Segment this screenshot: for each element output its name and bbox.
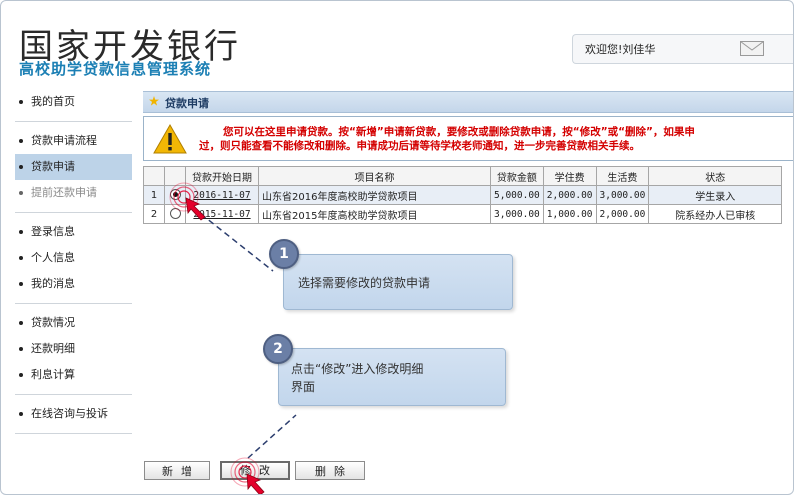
welcome-text: 欢迎您!刘佳华 [585,43,656,56]
table-row[interactable]: 1 2016-11-07 山东省2016年度高校助学贷款项目 5,000.00 … [143,185,783,205]
sidebar-item-login-info[interactable]: 登录信息 [15,219,132,245]
row-tuition: 2,000.00 [542,185,597,205]
row-living: 2,000.00 [595,204,650,224]
add-button[interactable]: 新增 [144,461,210,480]
sidebar-divider [15,212,132,213]
row-project: 山东省2016年度高校助学贷款项目 [258,185,491,205]
loan-table: 贷款开始日期 项目名称 贷款金额 学住费 生活费 状态 1 2016-11-07… [143,166,783,224]
sidebar-item-consult-complaint[interactable]: 在线咨询与投诉 [15,401,132,427]
sidebar-item-label: 提前还款申请 [31,186,97,199]
mail-icon[interactable] [740,41,764,56]
notice-box: 您可以在这里申请贷款。按“新增”申请新贷款，要修改或删除贷款申请，按“修改”或“… [143,116,793,161]
panel-title: 贷款申请 [165,97,209,110]
row-status: 院系经办人已审核 [648,204,783,224]
col-tuition: 学住费 [542,166,597,186]
sidebar-item-home[interactable]: 我的首页 [15,89,132,115]
col-living: 生活费 [595,166,650,186]
bullet-icon [19,347,23,351]
bullet-icon [19,321,23,325]
bullet-icon [19,230,23,234]
bullet-icon [19,191,23,195]
table-row[interactable]: 2 2015-11-07 山东省2015年度高校助学贷款项目 3,000.00 … [143,204,783,224]
sidebar-item-interest-calc[interactable]: 利息计算 [15,362,132,388]
bullet-icon [19,139,23,143]
row-date-link[interactable]: 2015-11-07 [185,204,259,224]
sidebar: 我的首页 贷款申请流程 贷款申请 提前还款申请 登录信息 个人信息 我的消息 贷… [15,89,132,440]
table-header-row: 贷款开始日期 项目名称 贷款金额 学住费 生活费 状态 [143,166,783,186]
col-status: 状态 [648,166,783,186]
sidebar-divider [15,121,132,122]
sidebar-item-label: 贷款申请流程 [31,134,97,147]
row-date-link[interactable]: 2016-11-07 [185,185,259,205]
star-icon [149,96,159,106]
sidebar-item-label: 我的首页 [31,95,75,108]
row-tuition: 1,000.00 [542,204,597,224]
sidebar-item-label: 在线咨询与投诉 [31,407,108,420]
row-index: 1 [143,185,165,205]
radio-unselected-icon[interactable] [169,208,181,220]
step-1-badge: 1 [269,239,299,269]
sidebar-item-label: 利息计算 [31,368,75,381]
sidebar-item-loan-status[interactable]: 贷款情况 [15,310,132,336]
sidebar-item-loan-process[interactable]: 贷款申请流程 [15,128,132,154]
notice-line-2: 过，则只能查看不能修改和删除。申请成功后请等待学校老师通知，进一步完善贷款相关手… [199,140,640,152]
bullet-icon [19,165,23,169]
connector-line-2 [247,414,297,459]
bullet-icon [19,282,23,286]
sidebar-item-label: 贷款申请 [31,160,75,173]
col-select [164,166,186,186]
sidebar-item-loan-application[interactable]: 贷款申请 [15,154,132,180]
callout-2-text: 点击“修改”进入修改明细 界面 [291,360,423,396]
col-date: 贷款开始日期 [185,166,259,186]
notice-text: 您可以在这里申请贷款。按“新增”申请新贷款，要修改或删除贷款申请，按“修改”或“… [199,125,793,153]
sidebar-divider [15,394,132,395]
delete-button[interactable]: 删除 [295,461,365,480]
col-project: 项目名称 [258,166,491,186]
panel-header: 贷款申请 [143,91,793,113]
sidebar-item-label: 登录信息 [31,225,75,238]
callout-step-1: 选择需要修改的贷款申请 [283,254,513,310]
row-amount: 5,000.00 [490,185,544,205]
callout-2-line-2: 界面 [291,380,316,394]
sidebar-divider [15,433,132,434]
bank-name: 国家开发银行 [19,27,241,67]
col-index [143,166,165,186]
sidebar-divider [15,303,132,304]
warning-icon [153,124,187,154]
system-name: 高校助学贷款信息管理系统 [19,60,212,78]
notice-line-1: 您可以在这里申请贷款。按“新增”申请新贷款，要修改或删除贷款申请，按“修改”或“… [223,126,695,138]
bullet-icon [19,412,23,416]
sidebar-item-early-repayment[interactable]: 提前还款申请 [15,180,132,206]
step-2-badge: 2 [263,334,293,364]
sidebar-item-label: 个人信息 [31,251,75,264]
bullet-icon [19,100,23,104]
row-radio[interactable] [164,204,186,224]
row-project: 山东省2015年度高校助学贷款项目 [258,204,491,224]
row-index: 2 [143,204,165,224]
sidebar-item-label: 我的消息 [31,277,75,290]
row-living: 3,000.00 [595,185,650,205]
sidebar-item-messages[interactable]: 我的消息 [15,271,132,297]
col-amount: 贷款金额 [490,166,544,186]
edit-button[interactable]: 修改 [220,461,290,480]
sidebar-item-label: 还款明细 [31,342,75,355]
row-radio[interactable] [164,185,186,205]
callout-2-line-1: 点击“修改”进入修改明细 [291,362,424,376]
bullet-icon [19,373,23,377]
row-status: 学生录入 [648,185,783,205]
bullet-icon [19,256,23,260]
callout-1-text: 选择需要修改的贷款申请 [298,276,431,290]
radio-selected-icon[interactable] [169,189,181,201]
row-amount: 3,000.00 [490,204,544,224]
sidebar-item-repayment-details[interactable]: 还款明细 [15,336,132,362]
callout-step-2: 点击“修改”进入修改明细 界面 [278,348,506,406]
sidebar-item-personal-info[interactable]: 个人信息 [15,245,132,271]
sidebar-item-label: 贷款情况 [31,316,75,329]
welcome-bar: 欢迎您!刘佳华 [572,34,793,64]
